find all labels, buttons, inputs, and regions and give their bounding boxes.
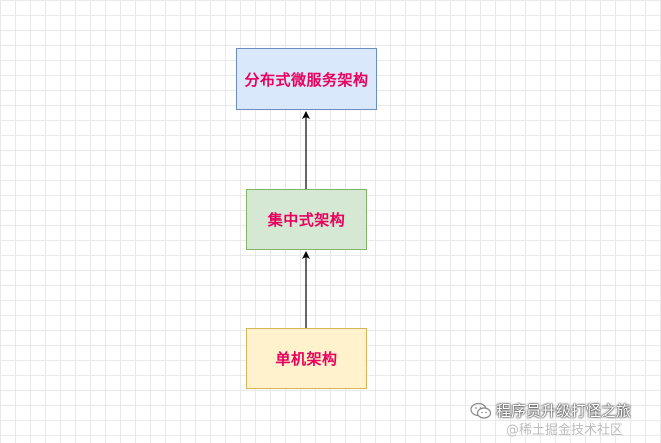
node-label: 集中式架构	[267, 211, 346, 229]
node-label: 单机架构	[275, 350, 338, 368]
node-distributed-microservices[interactable]: 分布式微服务架构	[236, 48, 377, 110]
watermark-subtitle: @稀土掘金技术社区	[506, 423, 624, 438]
node-label: 分布式微服务架构	[244, 70, 369, 89]
node-centralized[interactable]: 集中式架构	[246, 189, 367, 250]
node-monolith[interactable]: 单机架构	[246, 328, 367, 389]
watermark-title: 程序员升级打怪之旅	[496, 402, 632, 420]
wechat-icon	[470, 402, 492, 419]
watermark: 程序员升级打怪之旅 @稀土掘金技术社区	[470, 400, 655, 438]
